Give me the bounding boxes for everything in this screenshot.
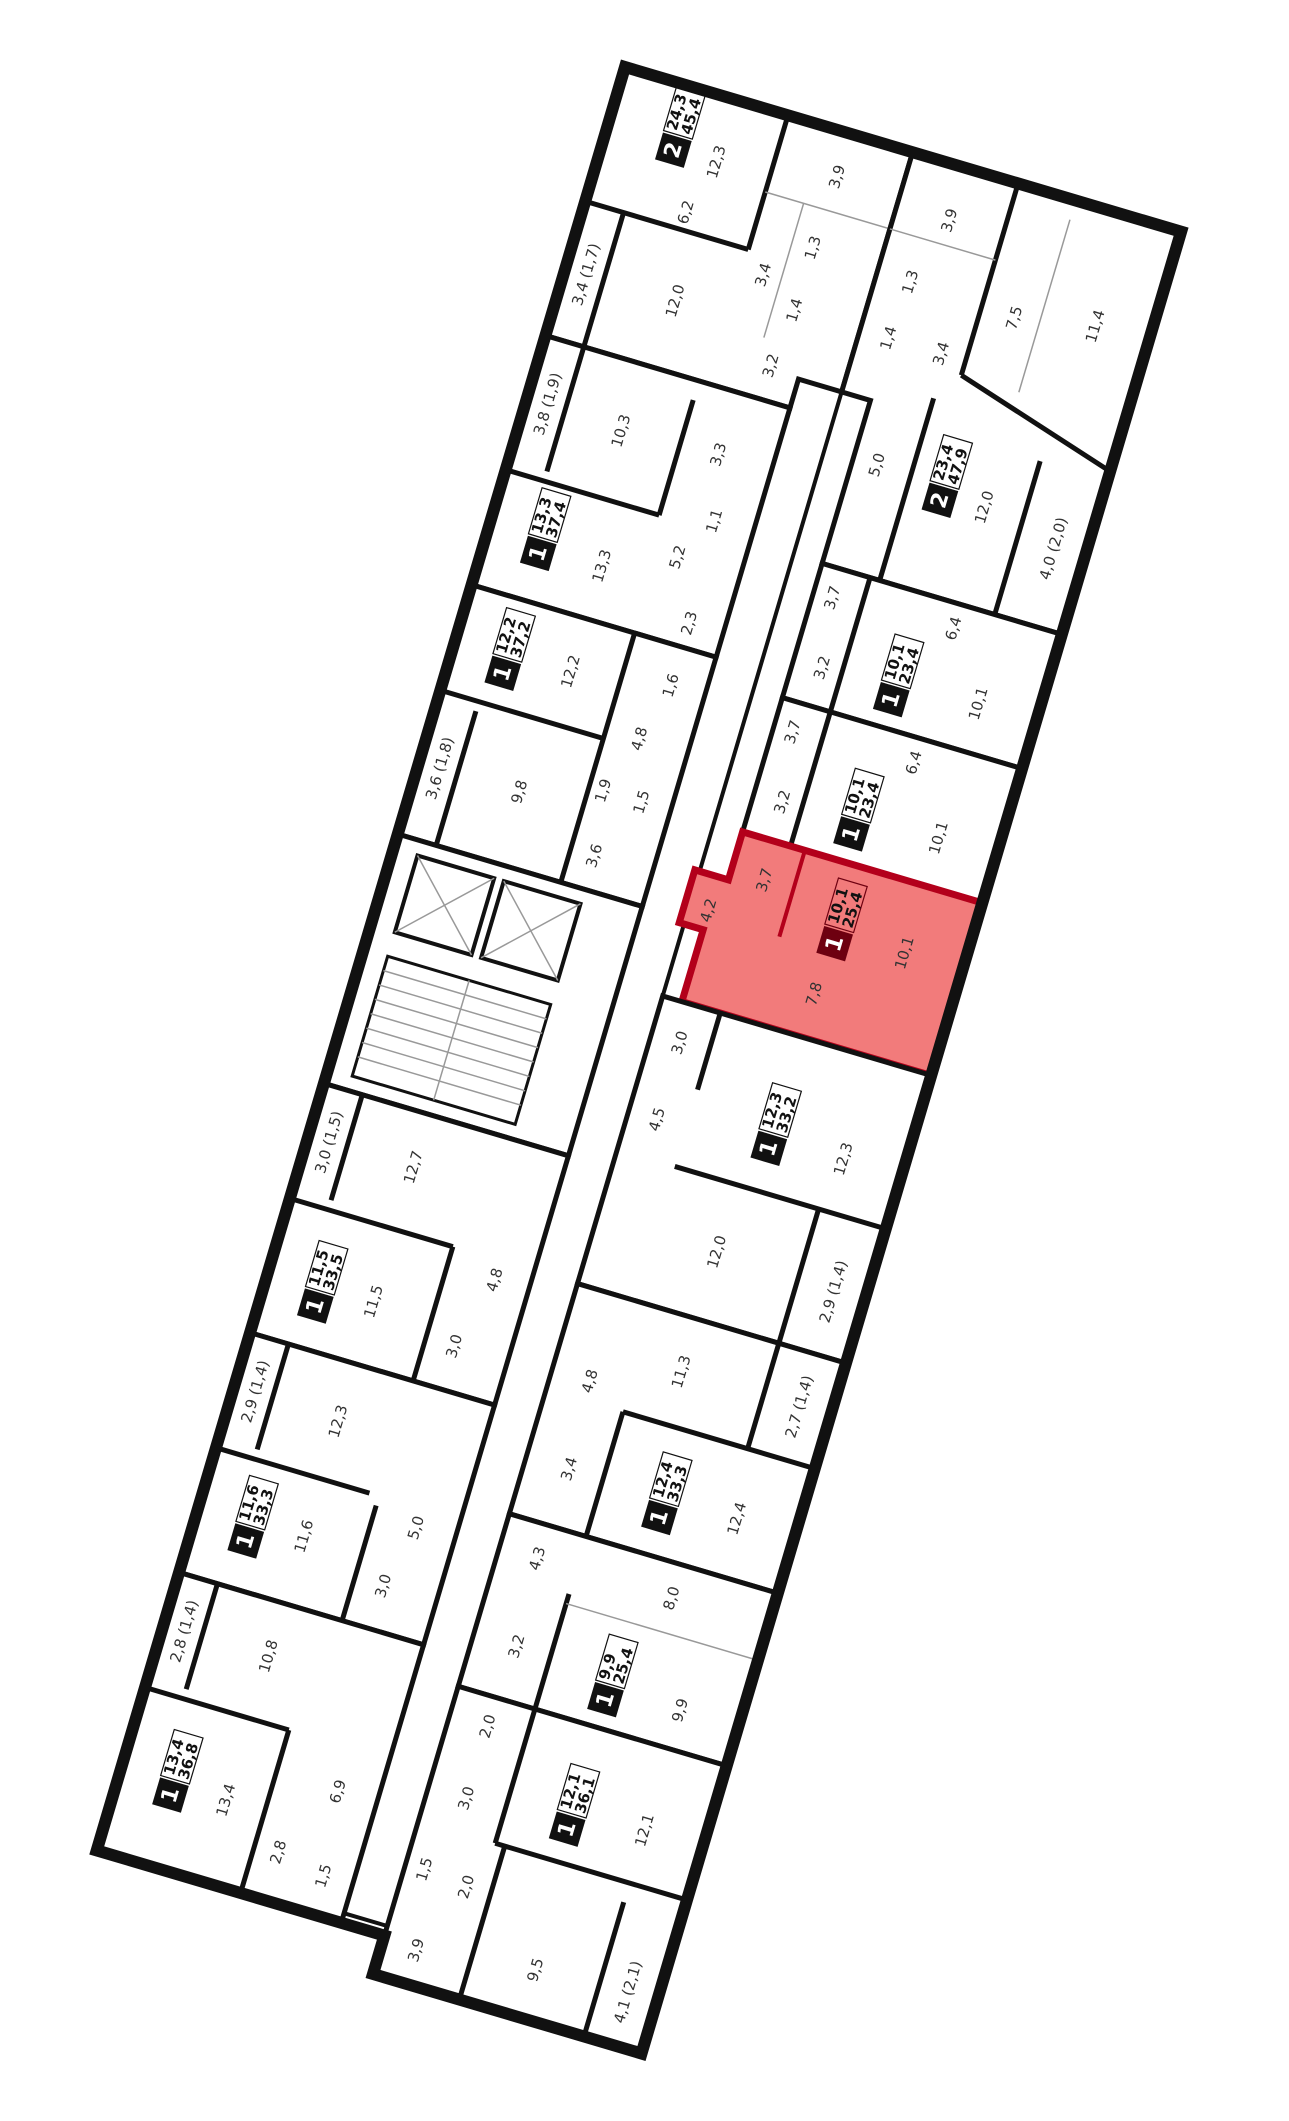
svg-text:1: 1 [755,1138,783,1160]
svg-text:1: 1 [232,1530,260,1552]
svg-text:2: 2 [926,490,954,512]
svg-text:1: 1 [646,1507,674,1529]
apartment-1r-10-1-selected[interactable]: 3,7 4,2 7,8 10,1 1 10,125,4 [658,822,987,1080]
building: 12,3 6,2 3,9 1,3 1,4 3,4 12,0 3,4 (1,7) … [89,59,1189,2061]
apartment-badge: 1 13,337,4 [519,487,572,572]
apartment-badge: 1 12,237,2 [484,606,537,691]
apartment-badge: 1 11,533,5 [296,1239,349,1324]
apartment-1r-12-1[interactable]: 2,0 3,0 12,1 1,5 2,0 3,9 9,5 4,1 (2,1) 1… [369,1683,730,2057]
svg-text:1: 1 [302,1295,330,1317]
apartment-1r-13-3[interactable]: 10,3 3,8 (1,9) 3,3 1,1 5,2 13,3 2,3 1 13… [468,332,794,661]
apartment-1r-11-6[interactable]: 2,9 (1,4) 12,3 5,0 11,6 3,0 1 11,633,3 [175,1329,498,1648]
svg-text:1: 1 [838,823,866,845]
apartment-badge: 2 23,447,9 [921,433,974,518]
staircase [350,954,553,1127]
svg-text:1: 1 [821,933,849,955]
apartment-badge: 1 10,123,4 [872,633,925,718]
apartment-badge: 1 9,925,4 [587,1633,639,1718]
apartment-1r-12-3[interactable]: 3,0 4,5 12,3 12,0 2,9 (1,4) 1 12,333,2 [574,992,935,1367]
apartment-badge: 1 10,123,4 [833,767,885,852]
apartment-2r-24-3[interactable]: 12,3 6,2 3,9 1,3 1,4 3,4 12,0 3,4 (1,7) … [542,63,916,421]
apartment-1r-12-4[interactable]: 11,3 2,7 (1,4) 4,8 3,4 12,4 1 12,433,3 [506,1280,850,1597]
building-core [320,830,646,1159]
apartment-badge: 2 24,345,4 [655,83,707,168]
apartment-1r-13-4[interactable]: 2,8 (1,4) 10,8 13,4 6,9 2,8 1,5 1 13,436… [93,1569,427,1926]
elevator-shaft [392,853,497,958]
svg-text:1: 1 [553,1818,581,1840]
svg-text:1: 1 [489,663,517,685]
svg-text:1: 1 [878,689,906,711]
apartment-badge: 1 11,633,3 [227,1474,280,1559]
svg-text:1: 1 [157,1784,185,1806]
apartment-badge: 1 12,333,2 [750,1082,803,1167]
svg-text:2: 2 [660,139,688,161]
elevator-shaft [478,878,583,984]
apartment-1r-12-2[interactable]: 12,2 1,6 4,8 9,8 3,6 (1,8) 1,9 1,5 3,6 1… [394,581,720,910]
svg-text:1: 1 [592,1689,620,1711]
svg-text:1: 1 [525,543,553,565]
building-outline [89,59,1189,2061]
apartment-badge: 1 12,136,1 [548,1762,601,1847]
